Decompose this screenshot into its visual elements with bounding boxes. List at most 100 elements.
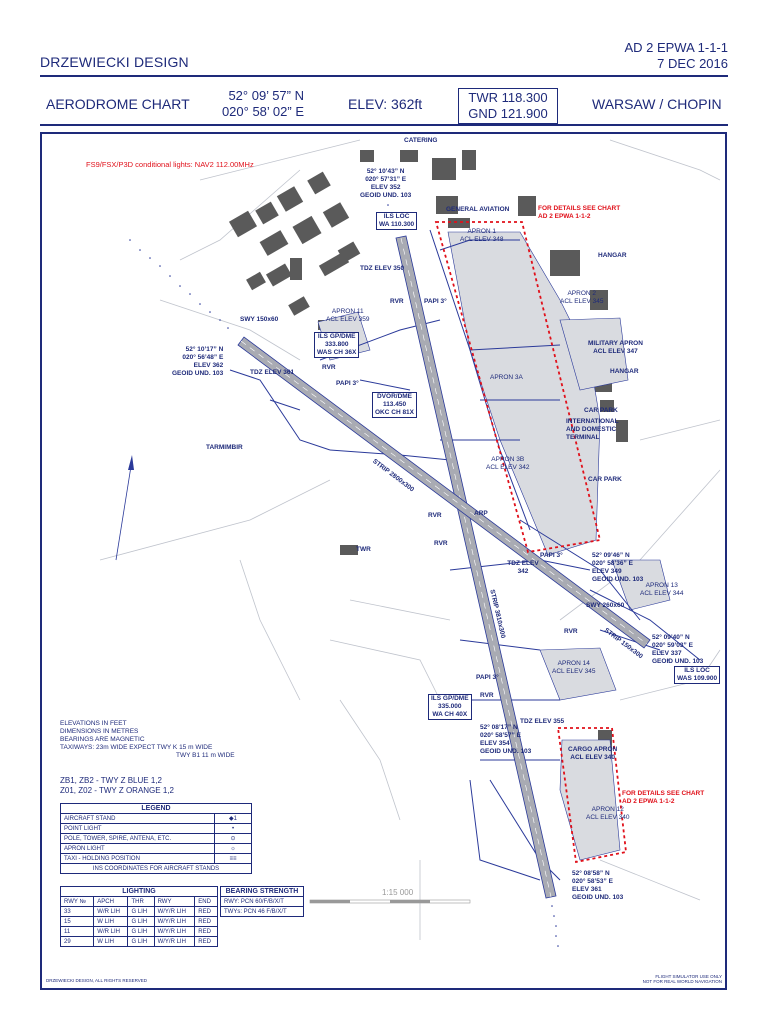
lighting-title: LIGHTING xyxy=(60,886,218,897)
doc-ref: AD 2 EPWA 1-1-1 xyxy=(624,40,728,55)
lighting-header: END xyxy=(194,896,218,907)
bearing-title: BEARING STRENGTH xyxy=(220,886,304,897)
bearing-rwy: RWY: PCN 60/F/B/X/T xyxy=(220,896,304,907)
tdz-elev-350: TDZ ELEV 350 xyxy=(360,265,405,272)
lighting-header: RWY № xyxy=(59,896,95,907)
legend-label: POLE, TOWER, SPIRE, ANTENA, ETC. xyxy=(60,833,215,844)
label-car-park-2: CAR PARK xyxy=(588,476,622,483)
twy-z-notes: ZB1, ZB2 - TWY Z BLUE 1,2 Z01, Z02 - TWY… xyxy=(60,776,174,795)
aerodrome-elev: ELEV: 362ft xyxy=(348,96,423,112)
header-divider-2 xyxy=(40,124,728,126)
chart-notes: ELEVATIONS IN FEET DIMENSIONS IN METRES … xyxy=(60,720,235,759)
rvr-6: RVR xyxy=(480,692,494,699)
taxiways xyxy=(229,229,701,881)
runway-11-29 xyxy=(237,336,651,649)
legend-label: AIRCRAFT STAND xyxy=(60,813,215,824)
gnd-freq: GND 121.900 xyxy=(468,106,548,121)
label-tarmimbir: TARMIMBIR xyxy=(206,444,243,451)
lighting-header: THR xyxy=(127,896,155,907)
aprons xyxy=(317,231,671,861)
legend-title: LEGEND xyxy=(60,803,252,814)
rvr-1: RVR xyxy=(390,298,404,305)
bearing-table: BEARING STRENGTH RWY: PCN 60/F/B/X/T TWY… xyxy=(220,886,304,917)
bearing-twy: TWYs: PCN 46 F/B/X/T xyxy=(220,906,304,917)
legend-table: LEGEND AIRCRAFT STAND◆1 POINT LIGHT• POL… xyxy=(60,803,252,874)
arp-label: ARP xyxy=(474,510,488,517)
freq-box: TWR 118.300 GND 121.900 xyxy=(458,88,558,124)
swy-260: SWY 260x60 xyxy=(586,602,625,609)
lighting-header: RWY xyxy=(153,896,196,907)
papi-3: PAPI 3° xyxy=(540,552,563,559)
legend-symbol: ◆1 xyxy=(214,813,252,824)
lighting-header: APCH xyxy=(93,896,129,907)
aerodrome-name: WARSAW / CHOPIN xyxy=(592,96,722,112)
papi-1: PAPI 3° xyxy=(424,298,447,305)
detail-box-cargo xyxy=(556,727,627,864)
label-hangar-2: HANGAR xyxy=(610,368,639,375)
sim-lights-note: FS9/FSX/P3D conditional lights: NAV2 112… xyxy=(86,160,254,169)
label-catering: CATERING xyxy=(404,137,438,144)
scale-bar xyxy=(309,899,471,904)
label-twr: TWR xyxy=(356,546,371,553)
publisher-name: DRZEWIECKI DESIGN xyxy=(40,54,189,70)
label-terminal: INTERNATIONAL AND DOMESTIC TERMINAL xyxy=(566,418,619,441)
legend-label: APRON LIGHT xyxy=(60,843,215,854)
tdz-elev-355: TDZ ELEV 355 xyxy=(520,718,565,725)
label-car-park-1: CAR PARK xyxy=(584,407,618,414)
runway-15-33 xyxy=(395,235,557,899)
header-divider-1 xyxy=(40,75,728,77)
north-arrow-icon xyxy=(115,455,134,561)
twr-freq: TWR 118.300 xyxy=(468,90,548,105)
chart-frame xyxy=(40,132,727,990)
legend-label: TAXI - HOLDING POSITION xyxy=(60,853,215,864)
swy-150: SWY 150x60 xyxy=(240,316,279,323)
legend-symbol: ≡≡ xyxy=(214,853,252,864)
footer-disclaimer: FLIGHT SIMULATOR USE ONLY NOT FOR REAL W… xyxy=(642,974,722,984)
label-general-aviation: GENERAL AVIATION xyxy=(446,206,510,213)
rvr-5: RVR xyxy=(564,628,578,635)
doc-date: 7 DEC 2016 xyxy=(657,56,728,71)
legend-symbol: • xyxy=(214,823,252,834)
papi-4: PAPI 3° xyxy=(476,674,499,681)
tdz-elev-361: TDZ ELEV 361 xyxy=(250,369,295,376)
label-hangar-1: HANGAR xyxy=(598,252,627,259)
rvr-4: RVR xyxy=(434,540,448,547)
footer-copyright: DRZEWIECKI DESIGN, ALL RIGHTS RESERVED xyxy=(46,978,148,983)
ref-lat: 52° 09’ 57” N xyxy=(228,88,304,103)
road-network xyxy=(99,139,721,940)
detail-box-terminal xyxy=(434,221,602,554)
papi-2: PAPI 3° xyxy=(336,380,359,387)
ref-lon: 020° 58’ 02” E xyxy=(221,104,304,119)
label-apron-3a: APRON 3A xyxy=(490,374,523,381)
rvr-3: RVR xyxy=(428,512,442,519)
scale-label: 1:15 000 xyxy=(382,888,414,897)
